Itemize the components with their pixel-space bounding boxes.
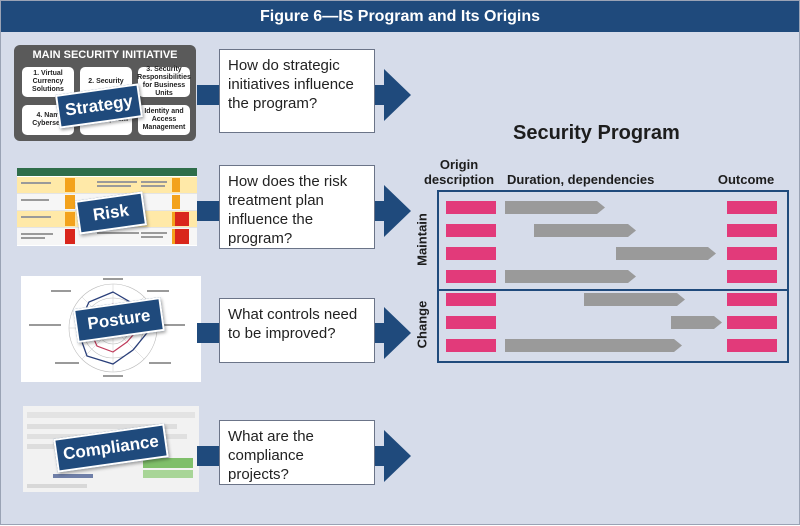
strategy-thumb-cell: 3. Security Responsibilities for Busines… [137,66,191,97]
figure-title: Figure 6—IS Program and Its Origins [1,1,799,32]
duration-arrow [584,293,685,306]
outcome-marker [727,293,777,306]
change-group-panel [437,289,789,363]
origin-marker [446,224,496,237]
duration-arrow [505,339,682,352]
col-header-origin: Origin description [423,157,495,187]
risk-question: How does the risk treatment plan influen… [219,165,375,249]
duration-arrow [505,201,605,214]
strategy-thumb-cell: 1. Virtual Currency Solutions [22,67,74,97]
duration-arrow [534,224,636,237]
security-program-title: Security Program [513,122,680,144]
outcome-marker [727,224,777,237]
posture-question: What controls need to be improved? [219,298,375,363]
duration-arrow [505,270,636,283]
origin-marker [446,293,496,306]
origin-marker [446,201,496,214]
strategy-thumb-header: MAIN SECURITY INITIATIVE [32,49,178,61]
col-header-outcome: Outcome [717,172,775,187]
strategy-question: How do strategic initiatives influence t… [219,49,375,133]
outcome-marker [727,339,777,352]
outcome-marker [727,247,777,260]
duration-arrow [616,247,716,260]
strategy-thumb-cell: Identity and Access Management [138,105,190,135]
outcome-marker [727,316,777,329]
origin-marker [446,339,496,352]
origin-marker [446,270,496,283]
compliance-question: What are the compliance projects? [219,420,375,485]
outcome-marker [727,201,777,214]
origin-marker [446,316,496,329]
col-header-duration: Duration, dependencies [507,172,655,187]
outcome-marker [727,270,777,283]
duration-arrow [671,316,722,329]
origin-marker [446,247,496,260]
